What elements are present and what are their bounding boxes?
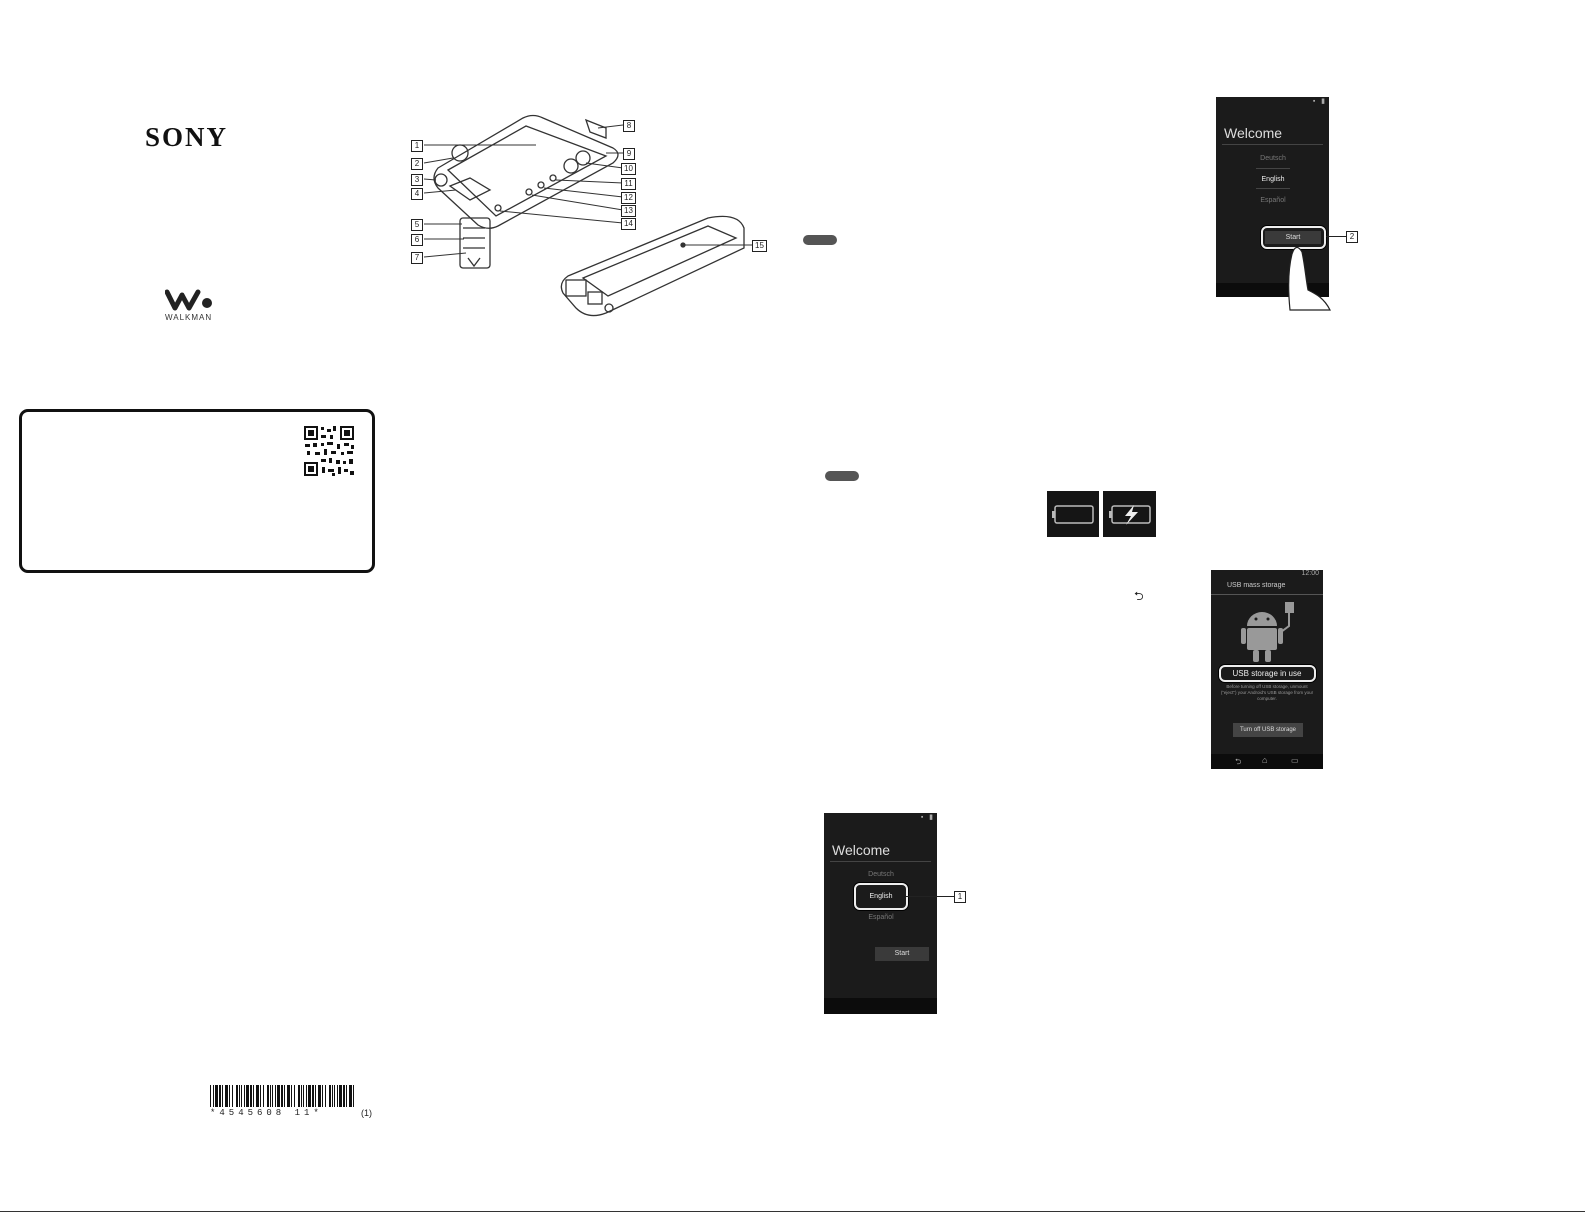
callout-9: 9 [623, 148, 635, 160]
device-diagram [423, 114, 753, 317]
walkman-wordmark: WALKMAN [165, 313, 213, 322]
callout-12: 12 [621, 192, 636, 204]
start-button[interactable]: Start [875, 947, 929, 961]
page-bottom-rule [0, 1211, 1585, 1212]
status-time: 12:00 [1301, 570, 1319, 577]
welcome-title: Welcome [1224, 125, 1283, 141]
callout-1: 1 [411, 140, 423, 152]
callout-14: 14 [621, 218, 636, 230]
section-marker-pill [803, 235, 837, 245]
welcome-title: Welcome [832, 842, 891, 858]
callout-8: 8 [623, 120, 635, 132]
battery-charging-icon [1103, 491, 1156, 537]
callout-4: 4 [411, 188, 423, 200]
status-bar: ▪ ▮ [920, 814, 933, 821]
welcome-screen-language: ▪ ▮ Welcome Deutsch English Español Star… [824, 813, 937, 1014]
back-icon[interactable]: ⮌ [1235, 757, 1242, 766]
usb-storage-screen: 12:00 USB mass storage USB storage in us… [1211, 570, 1323, 769]
info-box [19, 409, 375, 573]
barcode-revision: (1) [361, 1108, 372, 1118]
language-option-deutsch[interactable]: Deutsch [1260, 155, 1286, 162]
leader-line [1326, 236, 1346, 237]
start-button[interactable]: Start [1265, 231, 1321, 244]
callout-7: 7 [411, 252, 423, 264]
callout-13: 13 [621, 205, 636, 217]
divider [1256, 188, 1290, 189]
battery-empty-icon [1047, 491, 1099, 537]
divider [1222, 144, 1323, 145]
section-marker-pill [825, 471, 859, 481]
barcode-number: *4545608 11* [210, 1108, 323, 1118]
sony-logo: SONY [145, 122, 229, 152]
divider [830, 861, 931, 862]
usb-screen-title: USB mass storage [1227, 582, 1286, 589]
status-bar: ▪ ▮ [1312, 98, 1325, 105]
start-highlight [1261, 226, 1326, 249]
home-icon[interactable]: ⌂ [1262, 755, 1268, 765]
nav-bar [824, 998, 937, 1014]
player-front-view [433, 114, 619, 269]
qr-code-icon [303, 425, 355, 477]
barcode-icon [210, 1085, 354, 1107]
status-bar: 12:00 [1211, 570, 1323, 582]
divider [1256, 168, 1290, 169]
language-option-english[interactable]: English [869, 893, 893, 900]
callout-screen-2: 2 [1346, 231, 1358, 243]
callout-15: 15 [752, 240, 767, 252]
leader-line [906, 896, 954, 897]
finger-tap-icon [1288, 246, 1331, 311]
usb-description: Before turning off USB storage, unmount … [1220, 684, 1314, 701]
android-usb-icon [1241, 602, 1294, 662]
callout-5: 5 [411, 219, 423, 231]
walkman-w-logo-icon [165, 289, 212, 311]
callout-10: 10 [621, 163, 636, 175]
language-option-english[interactable]: English [1261, 176, 1285, 183]
callout-11: 11 [621, 178, 636, 190]
language-option-deutsch[interactable]: Deutsch [868, 871, 894, 878]
back-arrow-icon: ⮌ [1134, 589, 1144, 603]
player-back-view [560, 215, 745, 317]
divider [1211, 594, 1323, 595]
callout-2: 2 [411, 158, 423, 170]
callout-6: 6 [411, 234, 423, 246]
language-option-espanol[interactable]: Español [1260, 197, 1286, 204]
usb-in-use-highlight [1219, 665, 1316, 682]
english-highlight [854, 883, 908, 910]
recent-apps-icon[interactable]: ▭ [1291, 756, 1299, 765]
turn-off-usb-button[interactable]: Turn off USB storage [1233, 723, 1303, 737]
callout-3: 3 [411, 174, 423, 186]
language-option-espanol[interactable]: Español [868, 914, 894, 921]
usb-in-use-label: USB storage in use [1232, 669, 1302, 678]
callout-screen-1: 1 [954, 891, 966, 903]
nav-bar: ⮌ ⌂ ▭ [1211, 754, 1323, 769]
